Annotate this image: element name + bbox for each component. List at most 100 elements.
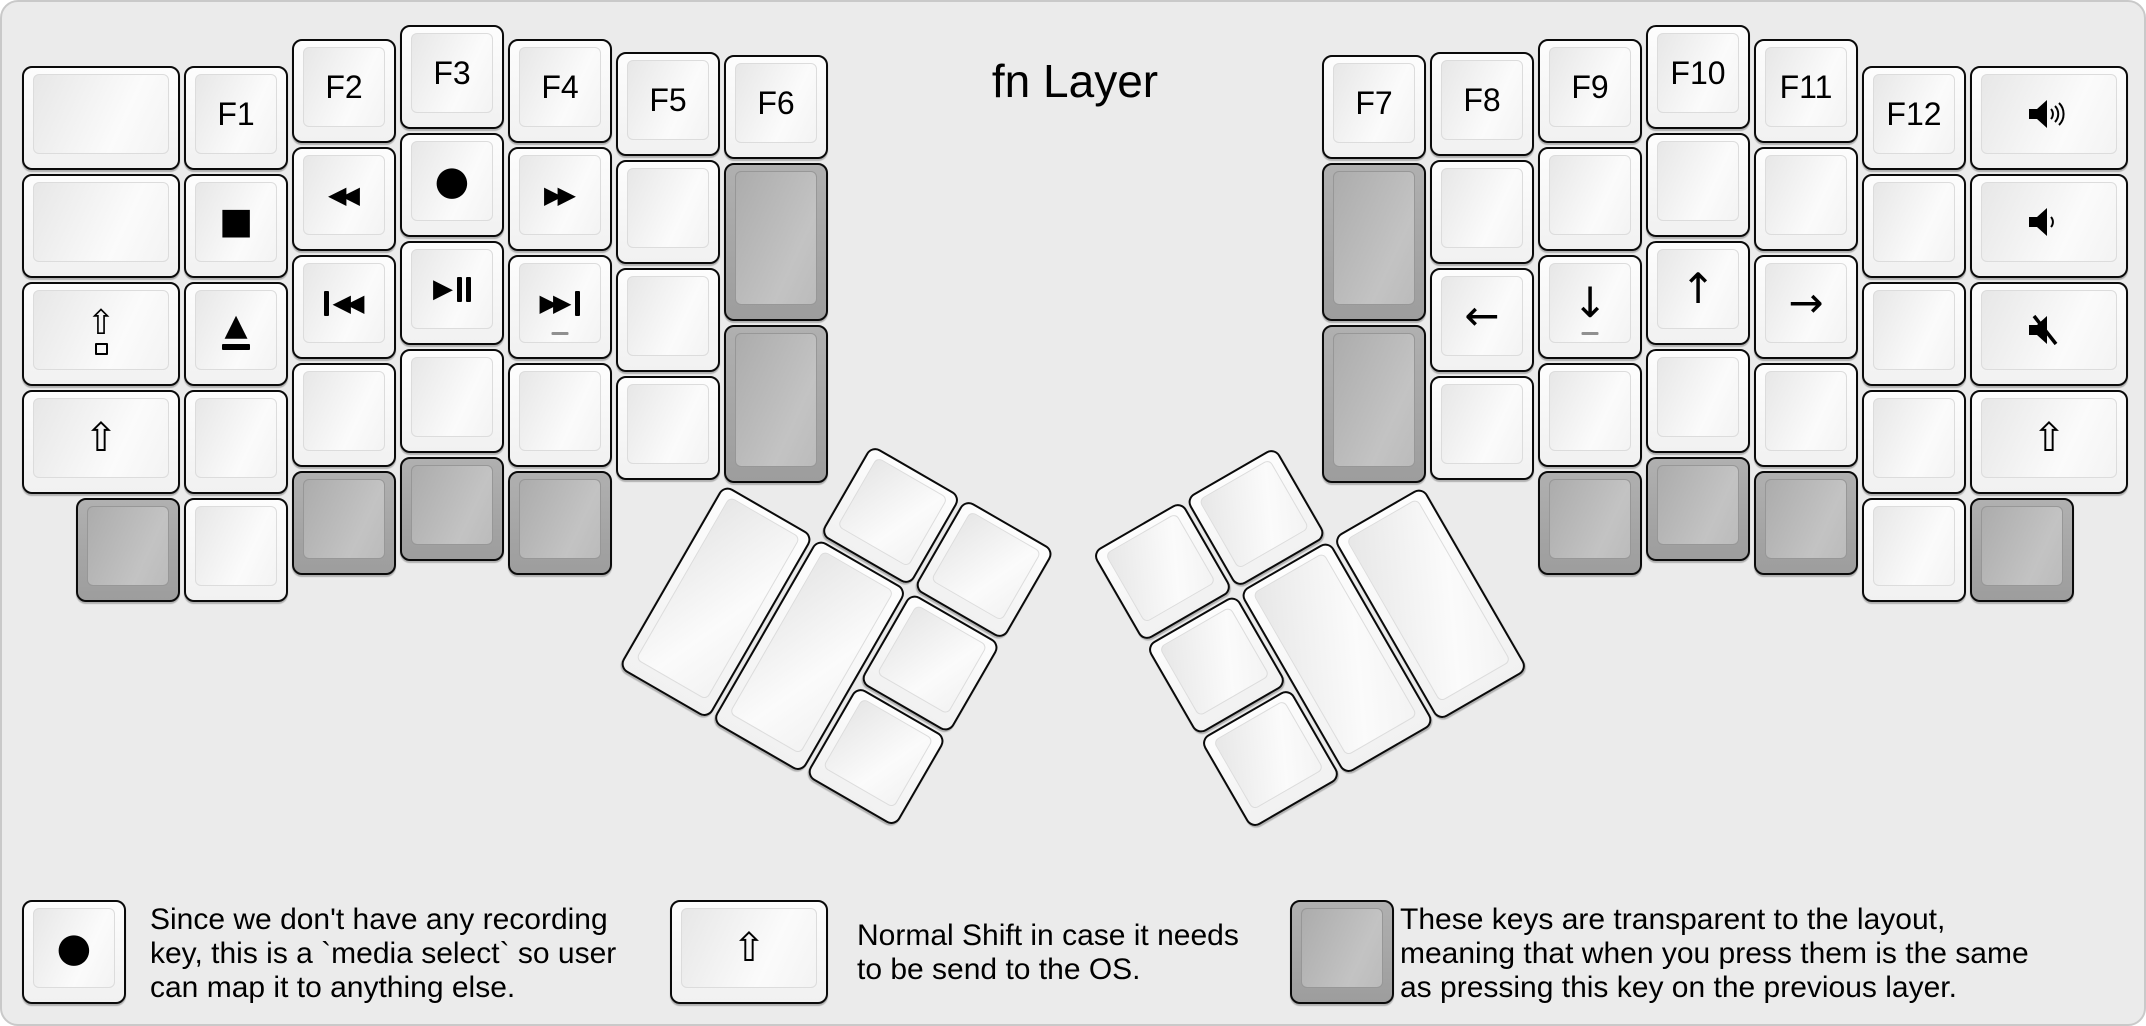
key-blank[interactable] bbox=[616, 376, 720, 480]
key-stop[interactable]: ■ bbox=[184, 174, 288, 278]
keycap-face bbox=[1657, 357, 1739, 437]
arrow-down-icon: ↓ bbox=[1572, 278, 1608, 327]
keycap-face bbox=[519, 479, 601, 559]
key-f5[interactable]: F5 bbox=[616, 52, 720, 156]
keycap-face: ◀◀ bbox=[303, 263, 385, 343]
key-blank[interactable] bbox=[616, 268, 720, 372]
key-record[interactable]: ● bbox=[400, 133, 504, 237]
key-transparent[interactable] bbox=[1538, 471, 1642, 575]
key-blank[interactable] bbox=[400, 349, 504, 453]
key-transparent[interactable] bbox=[1970, 498, 2074, 602]
keycap-face: F6 bbox=[735, 63, 817, 143]
key-f1[interactable]: F1 bbox=[184, 66, 288, 170]
key-f7[interactable]: F7 bbox=[1322, 55, 1426, 159]
key-blank[interactable] bbox=[1646, 133, 1750, 237]
key-blank[interactable] bbox=[1754, 363, 1858, 467]
keycap-face bbox=[1765, 155, 1847, 235]
key-arrow-down[interactable]: ↓ bbox=[1538, 255, 1642, 359]
volume-mute-icon bbox=[2029, 314, 2058, 346]
key-transparent[interactable] bbox=[724, 163, 828, 321]
key-blank[interactable] bbox=[1538, 147, 1642, 251]
keycap-face bbox=[1333, 333, 1415, 467]
key-blank[interactable] bbox=[184, 498, 288, 602]
key-blank[interactable] bbox=[616, 160, 720, 264]
shift-icon: ⇧ bbox=[2032, 415, 2066, 461]
key-volume-down[interactable] bbox=[1970, 174, 2128, 278]
key-blank[interactable] bbox=[1862, 498, 1966, 602]
key-blank[interactable] bbox=[1862, 282, 1966, 386]
key-f9[interactable]: F9 bbox=[1538, 39, 1642, 143]
key-f8[interactable]: F8 bbox=[1430, 52, 1534, 156]
legend-item-record-note: Since we don't have any recording key, t… bbox=[150, 903, 616, 1005]
f3-label: F3 bbox=[433, 54, 471, 91]
key-f6[interactable]: F6 bbox=[724, 55, 828, 159]
key-blank[interactable] bbox=[1646, 349, 1750, 453]
key-arrow-left[interactable]: ← bbox=[1430, 268, 1534, 372]
keycap-face: ⇧ bbox=[33, 290, 169, 370]
key-transparent[interactable] bbox=[508, 471, 612, 575]
key-next-track[interactable]: ▶▶ bbox=[508, 255, 612, 359]
keycap-face: ⇧ bbox=[1981, 398, 2117, 478]
key-transparent[interactable] bbox=[1646, 457, 1750, 561]
keycap-face bbox=[1873, 398, 1955, 478]
keycap-face bbox=[1549, 479, 1631, 559]
keycap-face bbox=[303, 479, 385, 559]
key-transparent[interactable] bbox=[724, 325, 828, 483]
key-legend-key-record: ● bbox=[22, 900, 126, 1004]
keycap-face: F10 bbox=[1657, 33, 1739, 113]
key-mute[interactable] bbox=[1970, 282, 2128, 386]
key-blank[interactable] bbox=[1862, 390, 1966, 494]
key-blank[interactable] bbox=[1430, 160, 1534, 264]
key-f11[interactable]: F11 bbox=[1754, 39, 1858, 143]
arrow-left-icon: ← bbox=[1464, 291, 1500, 340]
keycap-face bbox=[627, 276, 709, 356]
legend-line: These keys are transparent to the layout… bbox=[1400, 903, 1946, 936]
keycap-face: F3 bbox=[411, 33, 493, 113]
key-transparent[interactable] bbox=[76, 498, 180, 602]
key-f4[interactable]: F4 bbox=[508, 39, 612, 143]
key-prev-track[interactable]: ◀◀ bbox=[292, 255, 396, 359]
fast-forward-icon: ▶▶ bbox=[544, 181, 576, 209]
key-transparent[interactable] bbox=[1322, 163, 1426, 321]
key-eject[interactable]: ▲ bbox=[184, 282, 288, 386]
legend-item-shift-note: Normal Shift in case it needs to be send… bbox=[857, 919, 1239, 987]
key-arrow-right[interactable]: → bbox=[1754, 255, 1858, 359]
keycap-face bbox=[33, 182, 169, 262]
key-blank[interactable] bbox=[184, 390, 288, 494]
keycap-face bbox=[1657, 465, 1739, 545]
rewind-icon: ◀◀ bbox=[328, 181, 360, 209]
key-f10[interactable]: F10 bbox=[1646, 25, 1750, 129]
keycap-face bbox=[627, 168, 709, 248]
key-arrow-up[interactable]: ↑ bbox=[1646, 241, 1750, 345]
key-blank[interactable] bbox=[22, 174, 180, 278]
keycap-face bbox=[735, 333, 817, 467]
key-shift-left[interactable]: ⇧ bbox=[22, 390, 180, 494]
key-blank[interactable] bbox=[1430, 376, 1534, 480]
key-f3[interactable]: F3 bbox=[400, 25, 504, 129]
key-f2[interactable]: F2 bbox=[292, 39, 396, 143]
next-track-icon: ▶▶ bbox=[540, 290, 581, 316]
key-transparent[interactable] bbox=[400, 457, 504, 561]
key-blank[interactable] bbox=[1862, 174, 1966, 278]
key-blank[interactable] bbox=[1538, 363, 1642, 467]
key-blank[interactable] bbox=[1754, 147, 1858, 251]
key-transparent[interactable] bbox=[292, 471, 396, 575]
key-f12[interactable]: F12 bbox=[1862, 66, 1966, 170]
key-transparent[interactable] bbox=[1754, 471, 1858, 575]
key-blank[interactable] bbox=[292, 363, 396, 467]
key-shift-right[interactable]: ⇧ bbox=[1970, 390, 2128, 494]
keycap-face: F1 bbox=[195, 74, 277, 154]
key-rewind[interactable]: ◀◀ bbox=[292, 147, 396, 251]
keycap-face bbox=[1765, 371, 1847, 451]
key-blank[interactable] bbox=[22, 66, 180, 170]
keycap-face bbox=[1981, 290, 2117, 370]
keycap-face bbox=[1873, 182, 1955, 262]
key-fast-forward[interactable]: ▶▶ bbox=[508, 147, 612, 251]
key-caps-lock[interactable]: ⇧ bbox=[22, 282, 180, 386]
key-blank[interactable] bbox=[508, 363, 612, 467]
key-volume-up[interactable] bbox=[1970, 66, 2128, 170]
key-transparent[interactable] bbox=[1322, 325, 1426, 483]
f12-label: F12 bbox=[1886, 95, 1942, 132]
key-play-pause[interactable]: ▶ bbox=[400, 241, 504, 345]
record-icon: ● bbox=[434, 158, 470, 204]
